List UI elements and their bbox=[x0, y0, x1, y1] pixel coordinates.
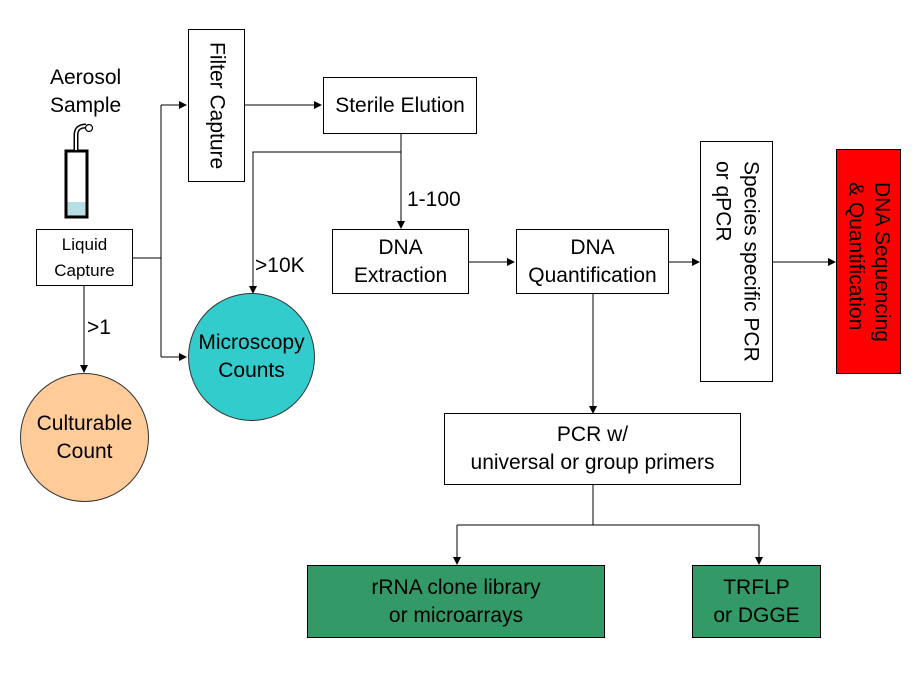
dna-sequencing-box[interactable]: DNA Sequencing & Quantification bbox=[836, 149, 901, 374]
culturable-count-node[interactable]: Culturable Count bbox=[20, 373, 149, 502]
rrna-clone-library-box[interactable]: rRNA clone library or microarrays bbox=[307, 565, 605, 638]
species-specific-pcr-label: Species specific PCR or qPCR bbox=[711, 161, 763, 362]
dna-extraction-box[interactable]: DNA Extraction bbox=[332, 229, 469, 294]
edge-label-1-100: 1-100 bbox=[407, 188, 461, 211]
liquid-capture-box[interactable]: Liquid Capture bbox=[36, 229, 133, 286]
liquid-capture-label: Liquid Capture bbox=[54, 234, 115, 280]
dna-sequencing-label: DNA Sequencing & Quantification bbox=[844, 181, 894, 342]
edge-label-gt10k: >10K bbox=[255, 254, 305, 277]
pcr-universal-box[interactable]: PCR w/ universal or group primers bbox=[444, 413, 741, 485]
rrna-clone-library-label: rRNA clone library or microarrays bbox=[371, 575, 541, 627]
dna-quantification-box[interactable]: DNA Quantification bbox=[516, 229, 669, 294]
filter-capture-label: Filter Capture bbox=[205, 41, 229, 170]
microscopy-counts-node[interactable]: Microscopy Counts bbox=[188, 293, 315, 421]
dna-quantification-label: DNA Quantification bbox=[528, 235, 657, 287]
trflp-dgge-box[interactable]: TRFLP or DGGE bbox=[692, 565, 821, 638]
trflp-dgge-label: TRFLP or DGGE bbox=[713, 575, 800, 627]
sterile-elution-label: Sterile Elution bbox=[335, 93, 465, 117]
arrow-elution-to-microscopy bbox=[249, 151, 401, 294]
culturable-count-label: Culturable Count bbox=[36, 411, 133, 463]
filter-capture-box[interactable]: Filter Capture bbox=[188, 29, 245, 182]
pcr-universal-label: PCR w/ universal or group primers bbox=[470, 423, 715, 474]
aerosol-sampler-tube-icon bbox=[64, 123, 94, 219]
edge-label-gt1: >1 bbox=[87, 316, 111, 339]
species-specific-pcr-box[interactable]: Species specific PCR or qPCR bbox=[700, 141, 773, 382]
aerosol-sample-label: Aerosol Sample bbox=[50, 66, 122, 117]
dna-extraction-label: DNA Extraction bbox=[353, 235, 448, 287]
microscopy-counts-label: Microscopy Counts bbox=[198, 331, 305, 382]
sterile-elution-box[interactable]: Sterile Elution bbox=[323, 77, 477, 134]
